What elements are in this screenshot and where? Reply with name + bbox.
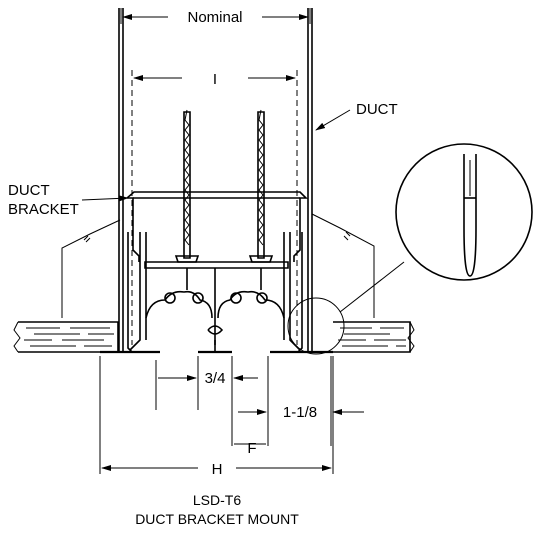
duct-walls — [118, 8, 313, 352]
inner-label: I — [213, 71, 217, 88]
dim-h: H — [99, 356, 334, 478]
right-screw — [248, 109, 274, 263]
inner-dimension: I — [133, 71, 296, 88]
left-screw — [174, 109, 200, 263]
duct-bracket-label-line1: DUCT — [8, 182, 50, 199]
right-tee-bar — [270, 232, 333, 354]
slot-diffuser-profile — [145, 290, 285, 354]
left-tee-bar — [100, 232, 160, 354]
duct-bracket-label-line2: BRACKET — [8, 201, 79, 218]
duct-bracket — [126, 191, 308, 269]
caption-model: LSD-T6 — [193, 492, 241, 508]
dim-f-label: F — [247, 440, 256, 457]
caption: LSD-T6 DUCT BRACKET MOUNT — [135, 492, 299, 527]
hanger-wires — [61, 213, 375, 318]
duct-callout: DUCT — [315, 101, 398, 131]
inner-dashed-lines — [131, 70, 298, 345]
nominal-label: Nominal — [187, 9, 242, 26]
dim-one-and-eighth: 1-1/8 — [238, 356, 364, 446]
duct-bracket-callout: DUCT BRACKET — [8, 182, 129, 218]
dim-three-quarter: 3/4 — [155, 356, 258, 410]
ceiling-tile-right — [333, 321, 415, 353]
nominal-dimension: Nominal — [120, 8, 311, 26]
caption-title: DUCT BRACKET MOUNT — [135, 511, 299, 527]
dim-three-quarter-label: 3/4 — [205, 370, 226, 387]
hanger-rods — [186, 268, 262, 345]
dim-h-label: H — [212, 461, 223, 478]
dim-one-and-eighth-label: 1-1/8 — [283, 404, 317, 421]
dim-f: F — [231, 400, 266, 457]
duct-label: DUCT — [356, 101, 398, 118]
detail-callout — [287, 143, 533, 355]
ceiling-tile-left — [13, 321, 119, 353]
